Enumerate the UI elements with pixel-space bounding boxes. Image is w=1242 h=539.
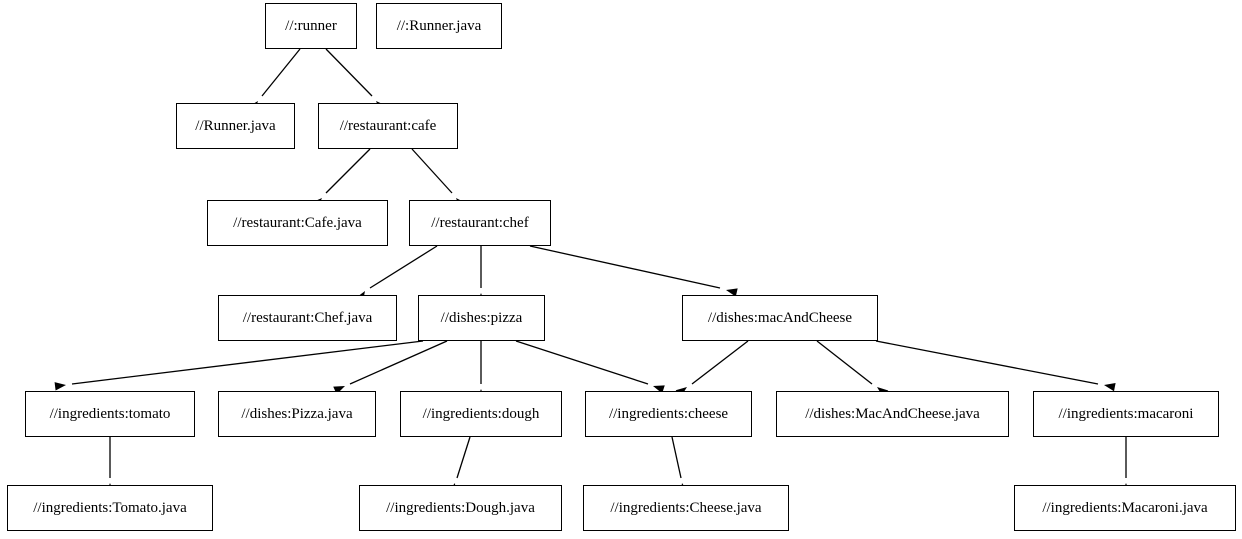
graph-node-dough_java[interactable]: //ingredients:Dough.java [359, 485, 562, 531]
graph-node-tomato_java[interactable]: //ingredients:Tomato.java [7, 485, 213, 531]
graph-node-label: //dishes:Pizza.java [241, 405, 353, 422]
graph-node-chef_java[interactable]: //restaurant:Chef.java [218, 295, 397, 341]
graph-node-ing_dough[interactable]: //ingredients:dough [400, 391, 562, 437]
graph-node-label: //ingredients:Macaroni.java [1042, 499, 1208, 516]
graph-node-dishes_pizza[interactable]: //dishes:pizza [418, 295, 545, 341]
graph-node-label: //Runner.java [195, 117, 276, 134]
graph-node-runner[interactable]: //:runner [265, 3, 357, 49]
graph-node-restaurant_cafe[interactable]: //restaurant:cafe [318, 103, 458, 149]
graph-node-mac_java[interactable]: //dishes:MacAndCheese.java [776, 391, 1009, 437]
graph-node-root_runner_java[interactable]: //:Runner.java [376, 3, 502, 49]
graph-node-label: //ingredients:Cheese.java [610, 499, 762, 516]
graph-node-runner_java[interactable]: //Runner.java [176, 103, 295, 149]
graph-node-label: //ingredients:Dough.java [386, 499, 535, 516]
graph-node-restaurant_chef[interactable]: //restaurant:chef [409, 200, 551, 246]
graph-node-pizza_java[interactable]: //dishes:Pizza.java [218, 391, 376, 437]
graph-node-ing_macaroni[interactable]: //ingredients:macaroni [1033, 391, 1219, 437]
graph-node-dishes_mac[interactable]: //dishes:macAndCheese [682, 295, 878, 341]
graph-node-label: //ingredients:Tomato.java [33, 499, 187, 516]
graph-node-label: //dishes:macAndCheese [707, 309, 853, 326]
graph-node-label: //restaurant:chef [431, 214, 529, 231]
graph-node-label: //restaurant:cafe [339, 117, 437, 134]
graph-node-cheese_java[interactable]: //ingredients:Cheese.java [583, 485, 789, 531]
graph-node-label: //ingredients:tomato [49, 405, 171, 422]
graph-node-ing_cheese[interactable]: //ingredients:cheese [585, 391, 752, 437]
graph-node-label: //:runner [285, 17, 337, 34]
graph-node-label: //ingredients:cheese [608, 405, 729, 422]
graph-node-macaroni_java[interactable]: //ingredients:Macaroni.java [1014, 485, 1236, 531]
graph-node-cafe_java[interactable]: //restaurant:Cafe.java [207, 200, 388, 246]
graph-node-label: //ingredients:macaroni [1058, 405, 1194, 422]
graph-node-label: //ingredients:dough [422, 405, 540, 422]
graph-node-label: //dishes:MacAndCheese.java [805, 405, 980, 422]
graph-node-ing_tomato[interactable]: //ingredients:tomato [25, 391, 195, 437]
graph-node-label: //:Runner.java [396, 17, 482, 34]
graph-node-label: //dishes:pizza [440, 309, 523, 326]
graph-node-label: //restaurant:Cafe.java [233, 214, 362, 231]
graph-node-label: //restaurant:Chef.java [242, 309, 373, 326]
